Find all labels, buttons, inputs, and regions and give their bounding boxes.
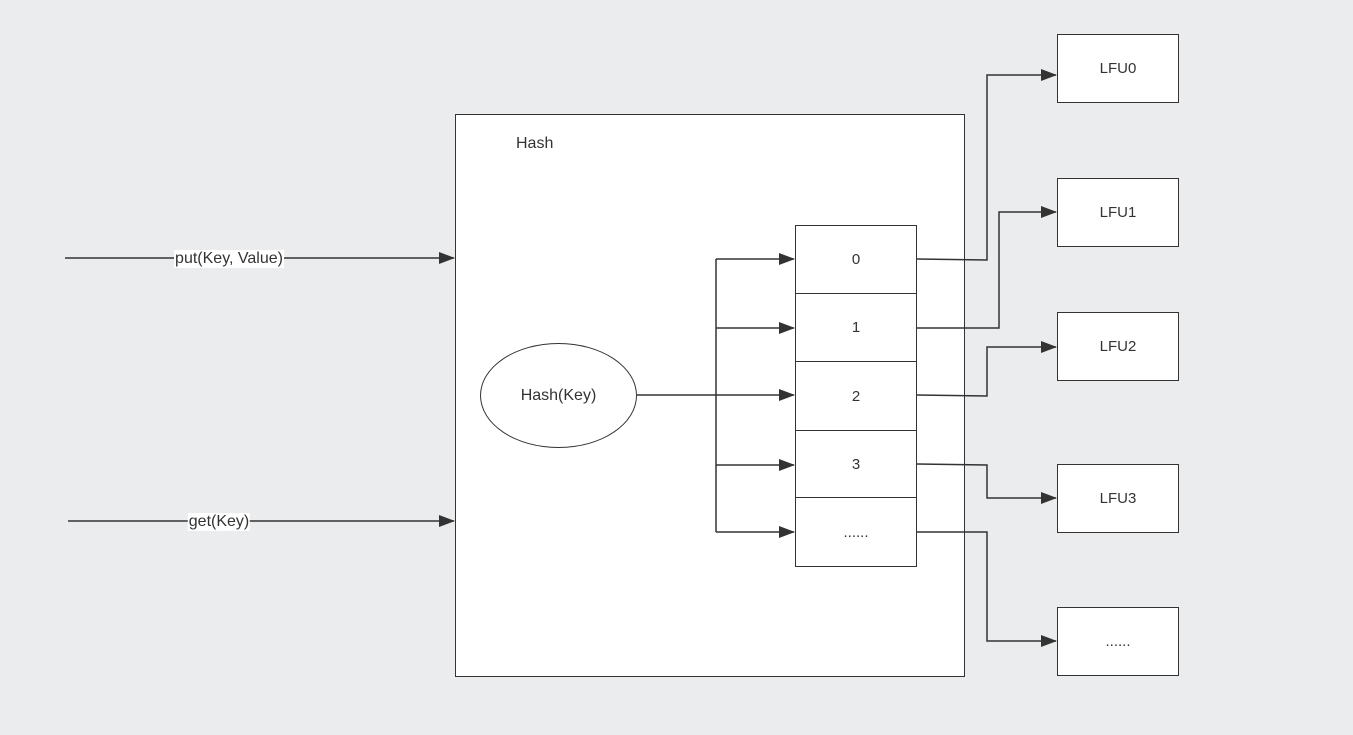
bucket-more-to-lfu-more-arrow — [917, 531, 1057, 647]
get-arrow-label: get(Key) — [187, 513, 251, 531]
lfu-node-1: LFU1 — [1057, 178, 1179, 247]
bucket-more-label: ...... — [843, 523, 869, 541]
lfu-node-0: LFU0 — [1057, 34, 1179, 103]
bucket-3-label: 3 — [851, 455, 861, 473]
bucket-2: 2 — [795, 361, 917, 431]
put-arrow-label: put(Key, Value) — [174, 250, 284, 268]
bucket-1: 1 — [795, 293, 917, 362]
bucket-more: ...... — [795, 497, 917, 567]
hash-function-label: Hash(Key) — [520, 386, 597, 404]
lfu-node-2-label: LFU2 — [1099, 338, 1137, 355]
bucket-3: 3 — [795, 430, 917, 498]
lfu-node-3-label: LFU3 — [1099, 490, 1137, 507]
bucket-2-to-lfu-2-arrow — [916, 341, 1057, 397]
bucket-0-label: 0 — [851, 251, 861, 268]
hash-function-node: Hash(Key) — [480, 343, 637, 448]
bucket-1-label: 1 — [851, 319, 861, 336]
bucket-1-to-lfu-1-arrow — [917, 206, 1057, 329]
lfu-node-3: LFU3 — [1057, 464, 1179, 533]
lfu-node-more-label: ...... — [1105, 633, 1131, 650]
hash-container-title: Hash — [516, 135, 554, 152]
lfu-node-more: ...... — [1057, 607, 1179, 676]
lfu-node-2: LFU2 — [1057, 312, 1179, 381]
bucket-0-to-lfu-0-arrow — [916, 69, 1057, 261]
bucket-0: 0 — [795, 225, 917, 294]
bucket-2-label: 2 — [851, 387, 861, 405]
bucket-3-to-lfu-3-arrow — [916, 463, 1057, 504]
lfu-node-1-label: LFU1 — [1099, 204, 1137, 221]
lfu-node-0-label: LFU0 — [1099, 60, 1137, 77]
